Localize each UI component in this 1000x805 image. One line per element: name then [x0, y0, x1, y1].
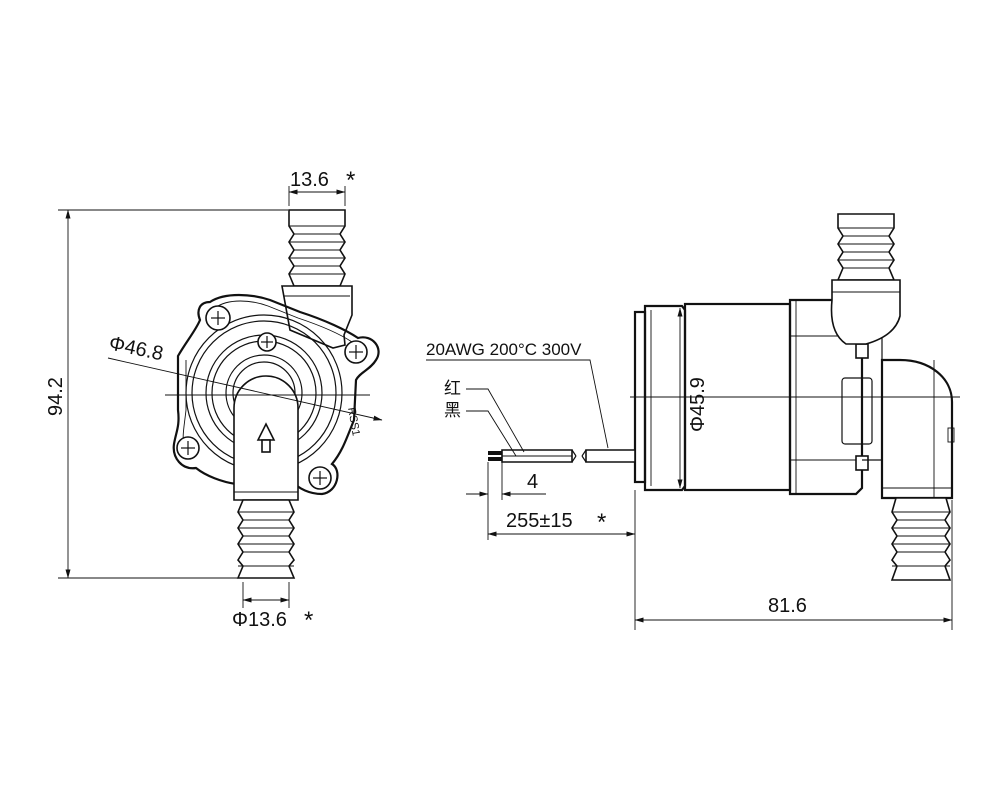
strip-length-label: 4	[527, 471, 538, 493]
side-view	[488, 213, 960, 581]
wire-black-label: 黑	[444, 401, 461, 420]
wire-red-label: 红	[444, 379, 461, 398]
bottom-inlet-mark: *	[304, 607, 313, 634]
side-diameter-label: Φ45.9	[687, 377, 709, 432]
wire-color-callout: 红 黑	[444, 379, 525, 457]
top-outlet-mark: *	[346, 167, 355, 194]
dim-strip-length: 4	[466, 462, 546, 540]
top-outlet-label: 13.6	[290, 169, 329, 191]
cable-length-label: 255±15	[506, 510, 573, 532]
screw-bottom-right	[308, 466, 332, 490]
dim-overall-length: 81.6	[634, 500, 953, 630]
housing-mark: RSS1	[345, 406, 362, 436]
bottom-inlet-barb	[236, 499, 296, 579]
dim-side-diameter: Φ45.9	[677, 307, 709, 489]
side-bottom-barb	[890, 497, 952, 581]
screw-top-center	[257, 332, 277, 352]
side-elbow-inlet	[880, 358, 955, 500]
side-top-barb	[830, 213, 901, 345]
cable-length-mark: *	[597, 509, 606, 536]
overall-height-label: 94.2	[45, 377, 67, 416]
body-diameter-label: Φ46.8	[107, 332, 165, 365]
cable	[488, 449, 636, 463]
front-view: RSS1	[165, 209, 380, 579]
cable-spec-callout: 20AWG 200°C 300V	[426, 340, 609, 449]
dim-overall-height: 94.2	[45, 209, 288, 579]
dim-cable-length: 255±15 *	[487, 490, 636, 630]
screw-right	[344, 340, 368, 364]
cable-spec-label: 20AWG 200°C 300V	[426, 340, 582, 359]
bottom-inlet-label: Φ13.6	[232, 609, 287, 631]
overall-length-label: 81.6	[768, 595, 807, 617]
screw-bottom-left	[176, 436, 200, 460]
screw-top-left	[205, 305, 231, 331]
dim-top-outlet: 13.6 *	[288, 167, 355, 206]
dim-bottom-inlet: Φ13.6 *	[232, 582, 313, 634]
